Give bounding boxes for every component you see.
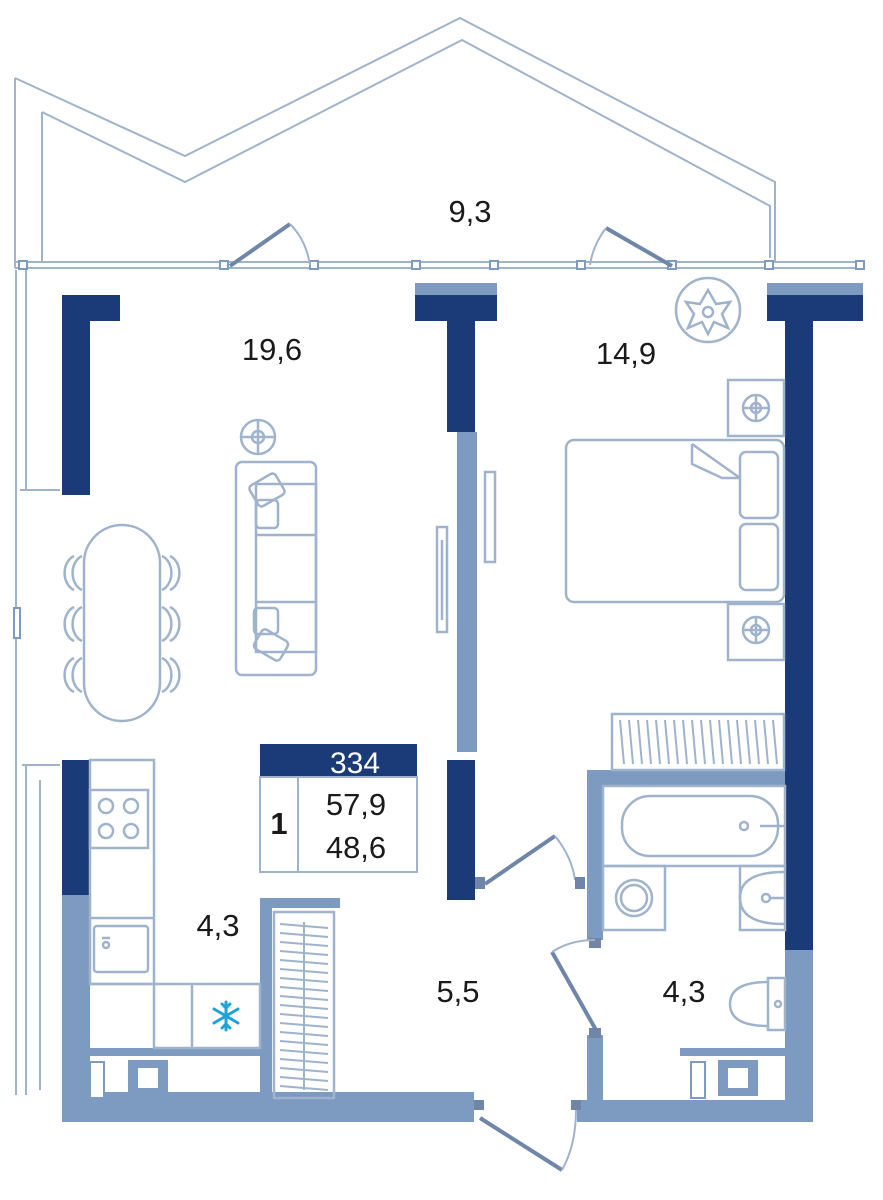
room-count: 1 — [270, 806, 287, 841]
balcony-door-right — [589, 226, 673, 268]
plant-icon — [674, 276, 742, 344]
hanger-line — [745, 719, 751, 765]
dining-table — [63, 523, 181, 723]
total-area: 57,9 — [326, 787, 386, 822]
hanger-line — [279, 1085, 329, 1091]
hanger-line — [279, 995, 329, 1001]
hanger-line — [279, 959, 329, 965]
apartment-number: 334 — [330, 747, 380, 780]
washbasin — [738, 864, 787, 932]
hanger-line — [279, 986, 329, 992]
hanger-line — [279, 977, 329, 983]
left-window — [13, 270, 60, 1095]
hanger-line — [736, 719, 742, 765]
apartment-badge: 334 1 57,9 48,6 — [259, 744, 418, 873]
hanger-line — [691, 719, 697, 765]
hanger-line — [279, 1040, 329, 1046]
hanger-line — [763, 719, 769, 765]
hanger-line — [727, 719, 733, 765]
door-living — [475, 834, 585, 889]
living-area-total: 48,6 — [326, 830, 386, 865]
stove — [88, 788, 150, 850]
hanger-line — [279, 941, 329, 947]
hall-wardrobe — [272, 910, 336, 1100]
bedroom-area: 14,9 — [596, 336, 656, 371]
hanger-line — [646, 719, 652, 765]
hanger-line — [772, 719, 778, 765]
hanger-line — [279, 950, 329, 956]
nightstand-top — [726, 378, 786, 438]
hanger-line — [279, 1076, 329, 1082]
hanger-line — [279, 923, 329, 929]
kitchen-counter — [88, 758, 262, 1050]
balcony-area: 9,3 — [448, 194, 491, 229]
hanger-line — [279, 1013, 329, 1019]
hanger-line — [279, 1049, 329, 1055]
bedroom-wardrobe — [610, 712, 786, 772]
sofa — [234, 460, 318, 677]
hanger-line — [619, 719, 625, 765]
snowflake-icon — [212, 1000, 240, 1032]
hanger-line — [279, 1031, 329, 1037]
vent-slot — [690, 1061, 706, 1099]
kitchen-sink — [92, 924, 150, 974]
balcony-outline — [14, 16, 865, 269]
hanger-line — [655, 719, 661, 765]
hanger-line — [709, 719, 715, 765]
washing-machine — [601, 864, 667, 932]
door-bathroom — [550, 938, 601, 1038]
toilet — [728, 976, 787, 1032]
hanger-line — [279, 1067, 329, 1073]
hanger-line — [718, 719, 724, 765]
door-entrance — [474, 1100, 581, 1172]
bed — [564, 438, 786, 604]
lamp-icon — [239, 418, 277, 456]
bathtub — [601, 784, 787, 868]
hanger-line — [637, 719, 643, 765]
hanger-line — [682, 719, 688, 765]
hanger-line — [628, 719, 634, 765]
kitchen-area: 4,3 — [196, 908, 239, 943]
vent-kitchen — [128, 1060, 168, 1096]
hall-area: 5,5 — [436, 974, 479, 1009]
nightstand-bottom — [726, 602, 786, 662]
living-area: 19,6 — [242, 332, 302, 367]
balcony-door-left — [228, 222, 311, 268]
vent-bathroom — [718, 1060, 758, 1096]
hanger-line — [279, 968, 329, 974]
hanger-line — [279, 1022, 329, 1028]
hanger-line — [279, 1004, 329, 1010]
hanger-line — [279, 932, 329, 938]
hanger-line — [664, 719, 670, 765]
hanger-line — [673, 719, 679, 765]
bathroom-area: 4,3 — [662, 974, 705, 1009]
walls-light — [62, 283, 863, 1122]
hanger-line — [700, 719, 706, 765]
walls-dark — [62, 295, 863, 950]
hanger-line — [279, 1058, 329, 1064]
tv-stand — [435, 525, 449, 634]
hanger-line — [754, 719, 760, 765]
vent-slot — [89, 1061, 105, 1099]
bedroom-wall-panel — [483, 470, 497, 564]
